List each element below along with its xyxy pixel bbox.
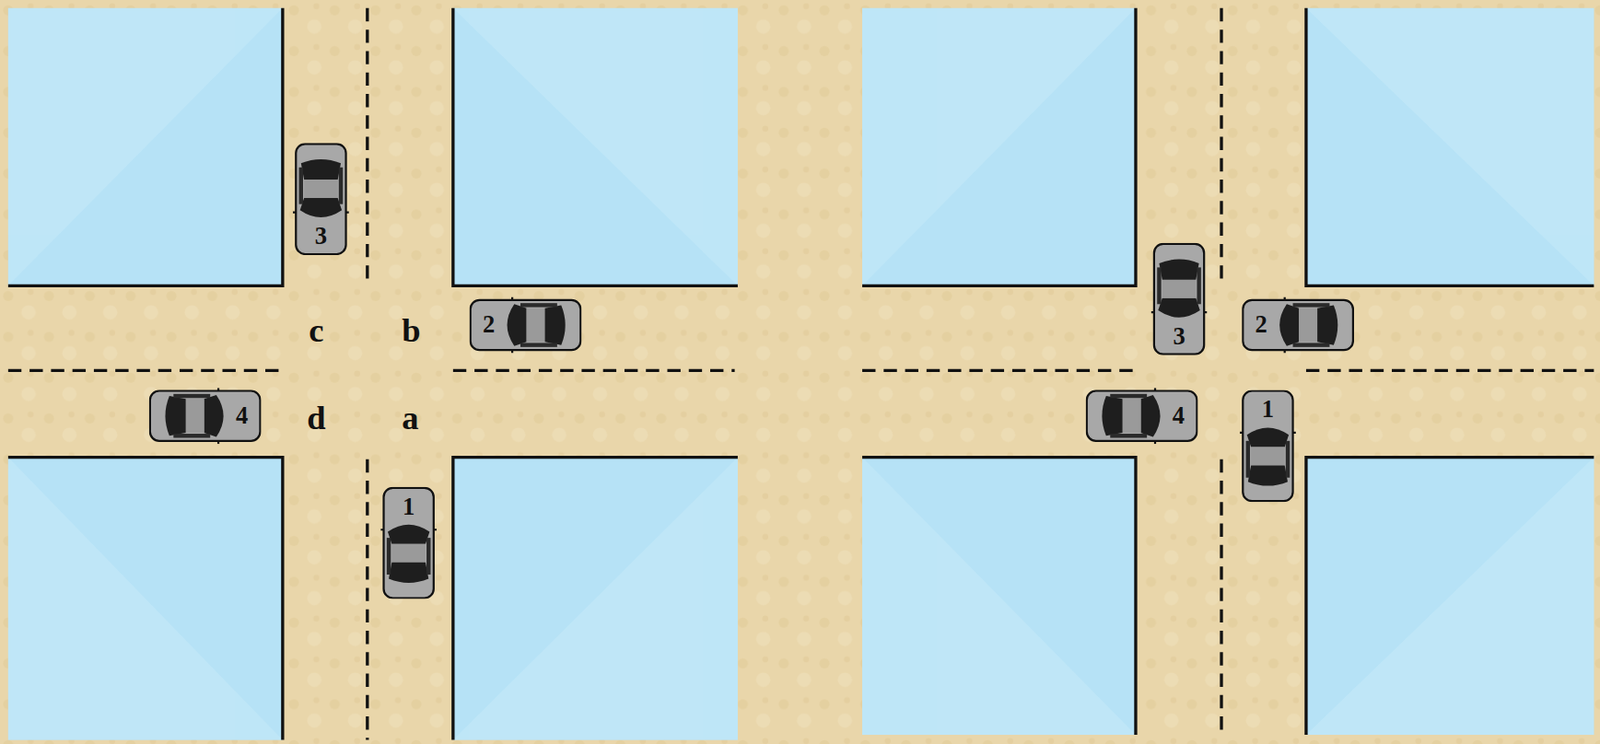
car-number: 2 bbox=[482, 313, 495, 339]
car: 4 bbox=[1086, 387, 1199, 444]
car-number: 1 bbox=[402, 493, 415, 519]
car-number: 3 bbox=[1172, 323, 1185, 349]
car-body bbox=[292, 143, 350, 255]
car-number: 1 bbox=[1261, 397, 1274, 422]
car: 4 bbox=[149, 387, 262, 444]
lane-letter: a bbox=[401, 401, 419, 436]
car-number: 4 bbox=[235, 403, 248, 429]
block-shading bbox=[8, 8, 1594, 741]
car-body bbox=[150, 387, 261, 444]
car: 1 bbox=[380, 487, 437, 600]
car-body bbox=[1086, 387, 1198, 444]
car: 2 bbox=[1241, 297, 1355, 354]
lane-letter: c bbox=[308, 315, 324, 350]
car: 3 bbox=[1151, 243, 1208, 356]
lane-letter: b bbox=[401, 315, 421, 350]
car-body bbox=[380, 488, 437, 599]
car-number: 3 bbox=[315, 223, 328, 249]
curb-lines bbox=[8, 8, 1594, 741]
car-body bbox=[1239, 391, 1297, 503]
car-number: 2 bbox=[1255, 313, 1268, 339]
city-blocks bbox=[8, 8, 1594, 741]
car: 2 bbox=[469, 297, 583, 354]
car: 1 bbox=[1239, 389, 1297, 503]
lane-letter: d bbox=[306, 401, 326, 436]
car-number: 4 bbox=[1172, 403, 1185, 429]
car-body bbox=[1242, 297, 1354, 354]
car-body bbox=[470, 297, 582, 354]
car: 3 bbox=[292, 142, 350, 256]
lane-dividers bbox=[8, 8, 1594, 741]
car-body bbox=[1151, 244, 1208, 355]
